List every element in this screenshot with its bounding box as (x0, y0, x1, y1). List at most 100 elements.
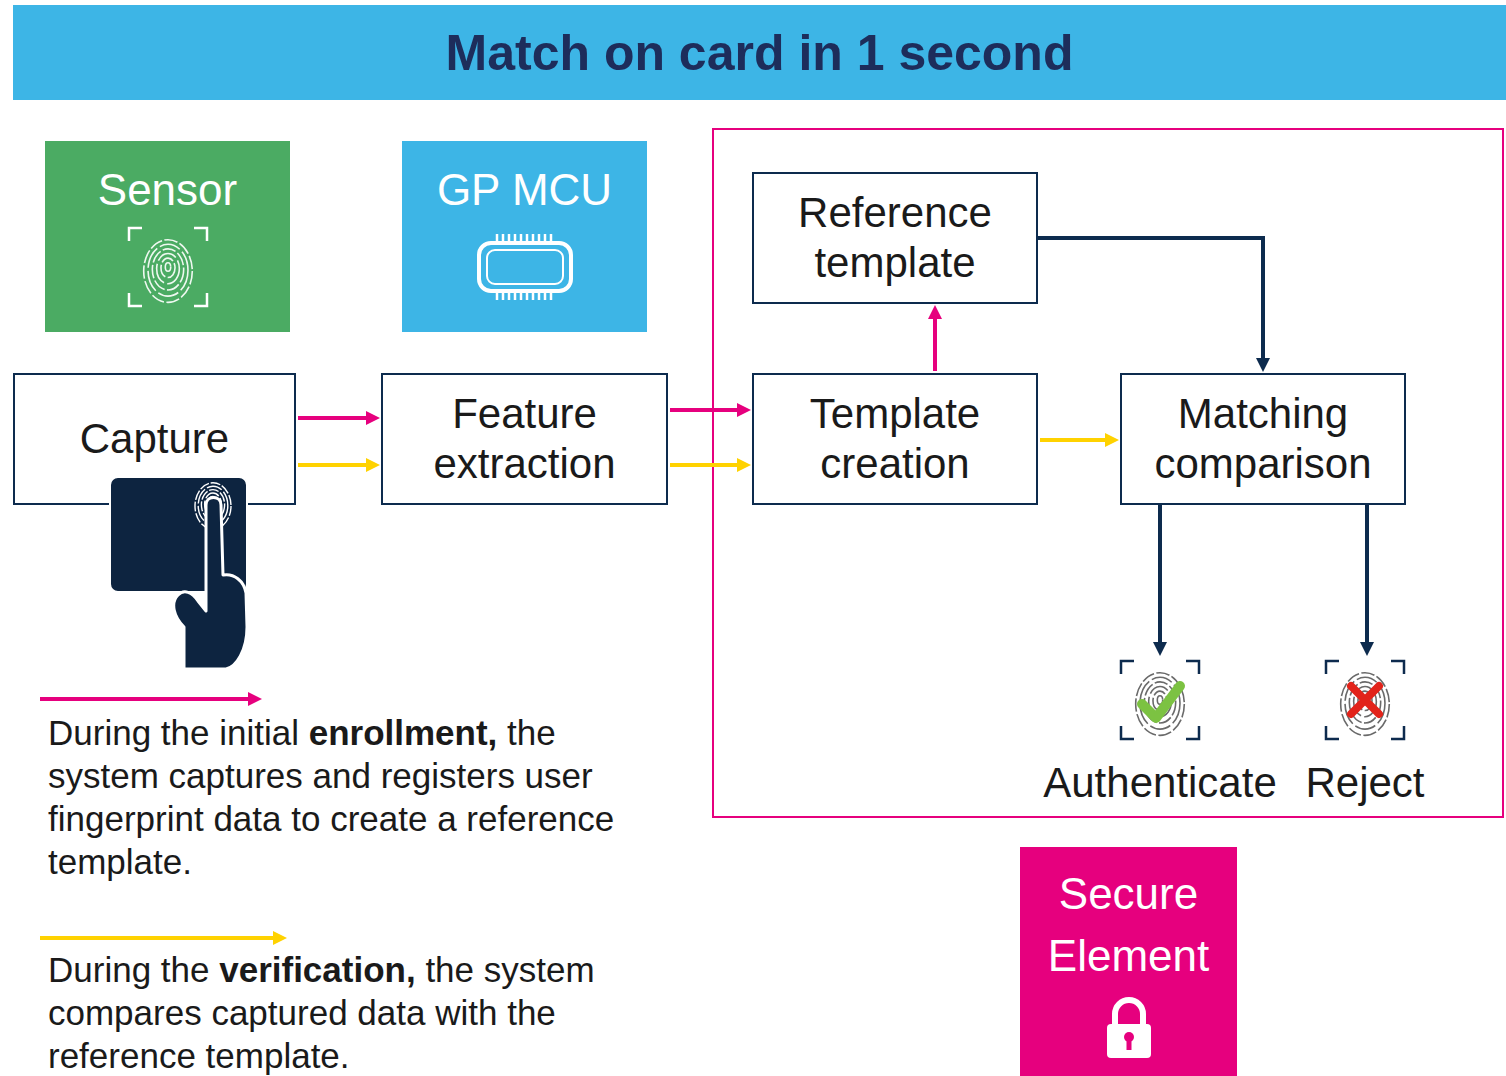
fingerprint-ridge (152, 249, 183, 290)
result-node: Reject (1301, 658, 1429, 817)
legend-word: reference (48, 1036, 206, 1075)
fingerprint-ridge (1349, 682, 1380, 723)
process-box: Matching comparison (1120, 373, 1406, 505)
process-box: Capture (13, 373, 296, 505)
title-band: Match on card in 1 second (13, 5, 1506, 100)
chip-pin (531, 291, 534, 300)
chip-pin (501, 291, 504, 300)
flow-arrow (670, 463, 738, 467)
chip-pin (537, 234, 540, 243)
flow-arrow (933, 318, 937, 371)
node-label: Matching comparison (1134, 389, 1392, 490)
chip-pin (549, 291, 552, 300)
chip-pin (531, 234, 534, 243)
chip-body (479, 243, 571, 291)
process-box: Reference template (752, 172, 1038, 304)
fingerprint-ridge (1341, 673, 1390, 736)
chip-inner (487, 250, 563, 284)
mcu-block: GP MCU (402, 141, 647, 332)
legend-word: enrollment, (309, 713, 507, 752)
card-hand-illustration (108, 475, 268, 675)
chip-pin (519, 291, 522, 300)
legend-word: initial (219, 713, 308, 752)
legend-word: During (48, 950, 161, 989)
flow-arrow (1038, 238, 1263, 359)
legend-word: template. (206, 1036, 350, 1075)
chip-pin (549, 234, 552, 243)
legend-word: the (161, 713, 219, 752)
node-label: Reference template (766, 188, 1024, 289)
chip-pin (501, 234, 504, 243)
lock-shackle (1115, 1000, 1143, 1026)
flow-arrow (670, 408, 738, 412)
ok-icon (1118, 658, 1202, 742)
lock-keyhole (1126, 1038, 1131, 1050)
chip-pin (513, 234, 516, 243)
legend-word: system (484, 950, 595, 989)
check-mark (1142, 686, 1180, 718)
legend-word: captures (169, 756, 313, 795)
corner-brackets (1121, 661, 1199, 739)
flow-arrow (298, 416, 367, 420)
legend-text: During the initial enrollment, the syste… (48, 711, 618, 883)
lock-icon (1099, 994, 1159, 1060)
chip-pin (519, 234, 522, 243)
chip-pin (507, 291, 510, 300)
legend-word: the (161, 950, 219, 989)
diagram-title: Match on card in 1 second (446, 24, 1074, 82)
legend-word: captured (211, 993, 357, 1032)
legend-word: system (48, 756, 169, 795)
legend-word: a (437, 799, 466, 838)
legend-word: data (213, 799, 291, 838)
legend-word: the (507, 713, 556, 752)
flow-arrow (1158, 505, 1162, 643)
sensor-icon (126, 225, 210, 309)
chip-pin (537, 291, 540, 300)
fingerprint-ridge (1136, 673, 1185, 736)
secure-element-block: Secure Element (1020, 847, 1237, 1076)
flow-arrow (1040, 438, 1106, 442)
chip-pin (543, 234, 546, 243)
node-label: Secure Element (1034, 863, 1223, 986)
node-label: Authenticate (1043, 758, 1277, 808)
legend-word: registers (381, 756, 525, 795)
node-label: Feature extraction (395, 389, 654, 490)
legend-word: to (291, 799, 330, 838)
legend-word: data (357, 993, 435, 1032)
chip-pin (513, 291, 516, 300)
flow-arrow (298, 463, 367, 467)
legend-arrow (40, 697, 249, 701)
legend-word: the (507, 993, 556, 1032)
chip-pin (525, 234, 528, 243)
legend-word: with (435, 993, 507, 1032)
corner-brackets (129, 228, 207, 306)
chip-pin (495, 291, 498, 300)
chip-pin (507, 234, 510, 243)
cross-mark (1351, 686, 1379, 714)
legend-word: template. (48, 842, 192, 881)
legend-word: create (330, 799, 437, 838)
fingerprint-ridge (143, 240, 192, 303)
chip-pin (525, 291, 528, 300)
fingerprint-ridge (148, 244, 188, 296)
legend-text: During the verification, the system comp… (48, 948, 618, 1076)
no-icon (1323, 658, 1407, 742)
process-box: Feature extraction (381, 373, 668, 505)
legend-word: During (48, 713, 161, 752)
node-label: Template creation (766, 389, 1024, 490)
fingerprint-ridge (156, 253, 179, 283)
legend-arrow (40, 936, 274, 940)
node-label: Capture (80, 414, 229, 464)
fingerprint-ridge (165, 263, 170, 272)
sensor-block: Sensor (45, 141, 290, 332)
legend-word: compares (48, 993, 211, 1032)
chip-pin (495, 234, 498, 243)
hand (174, 498, 247, 670)
node-label: GP MCU (437, 164, 612, 217)
process-box: Template creation (752, 373, 1038, 505)
secure-region-outline (713, 129, 1503, 817)
flow-arrow (1365, 505, 1369, 643)
chip-pin (543, 291, 546, 300)
legend-word: the (425, 950, 483, 989)
chip-icon (465, 225, 585, 309)
